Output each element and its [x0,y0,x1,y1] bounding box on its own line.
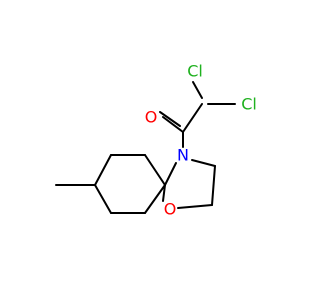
bond-cl-top-c [192,81,203,99]
bond-carbonyl-double-b [159,111,181,127]
bond-n-ch2 [191,159,216,167]
bond-spiro-c1 [144,154,166,186]
atom-labels: Cl Cl O N O [145,62,257,219]
atom-cl-right: Cl [241,95,257,114]
bond-c2-c3 [94,154,112,186]
bond-o-spiro [162,184,166,202]
bond-c-c-carbonyl [182,103,203,133]
bond-ch2-o [177,204,213,209]
bond-carbonyl-double-a [162,116,184,133]
atom-cl-top: Cl [187,62,203,81]
molecule-svg: Cl Cl O N O [55,62,257,219]
bond-n-spiro [164,162,177,186]
atom-oxygen-carbonyl: O [145,108,158,127]
bond-ch2-ch2 [211,165,216,206]
bond-c5-spiro [144,184,166,214]
molecule-diagram: Cl Cl O N O [55,62,257,219]
bond-c3-c4 [94,184,112,214]
atom-oxygen-ring: O [164,200,177,219]
atom-nitrogen: N [177,146,189,165]
bonds [55,81,236,214]
